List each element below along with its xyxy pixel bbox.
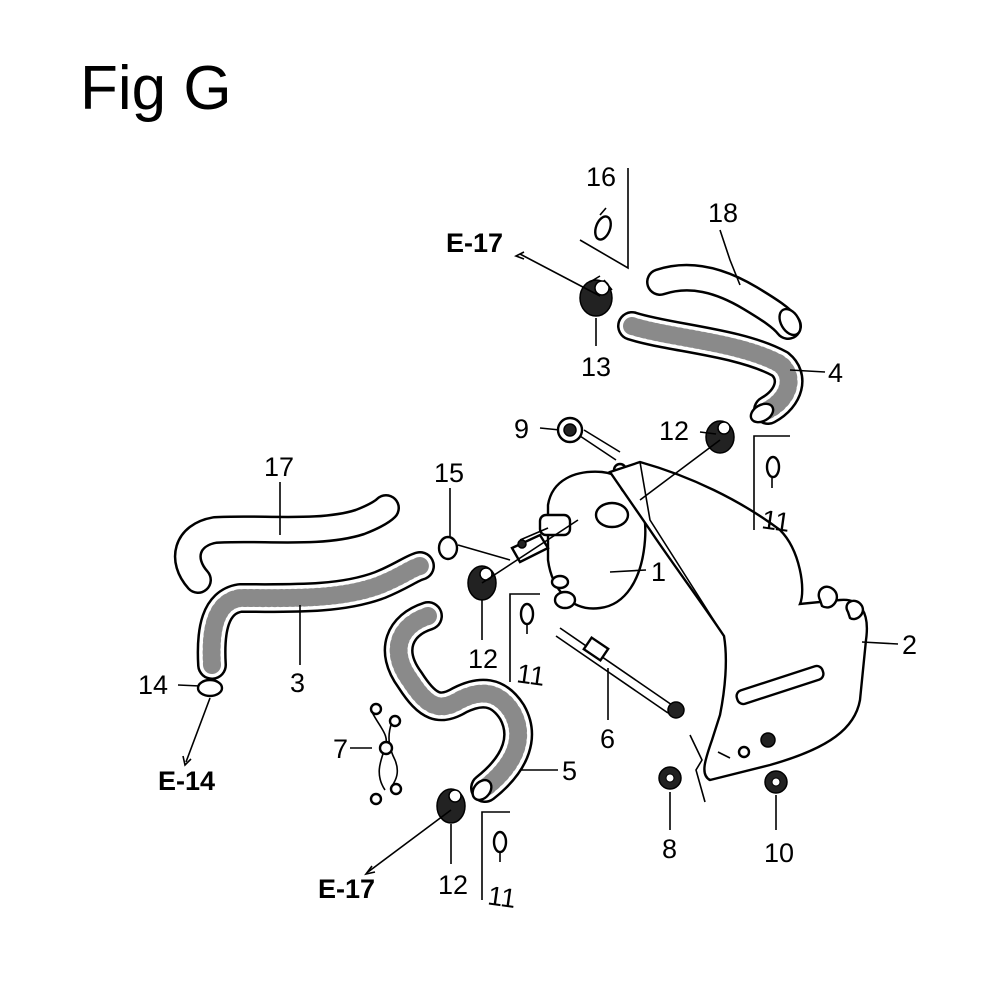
callout-13: 13 (581, 352, 611, 382)
callout-7: 7 (333, 734, 348, 764)
clip-11-bottom (481, 811, 510, 900)
callout-18: 18 (708, 198, 738, 228)
callout-6: 6 (600, 724, 615, 754)
callout-5: 5 (562, 756, 577, 786)
clamp-7 (369, 702, 403, 806)
nut-10 (764, 770, 788, 794)
callout-10: 10 (764, 838, 794, 868)
callout-12-middle: 12 (468, 644, 498, 674)
clip-11-top (753, 435, 790, 530)
ring-15 (437, 533, 550, 564)
reference-bottom: E-17 (318, 874, 375, 904)
reference-top: E-17 (446, 228, 503, 258)
hose-4 (617, 311, 804, 425)
bolt-6 (555, 627, 685, 719)
callout-11-bottom: 11 (486, 880, 518, 914)
fitting-14 (177, 678, 224, 698)
callout-15: 15 (434, 458, 464, 488)
hose-5 (383, 601, 534, 803)
mounting-bracket (608, 460, 869, 782)
clip-11-middle (509, 593, 540, 682)
nut-8 (658, 734, 706, 803)
callout-2: 2 (902, 630, 917, 660)
leader-lines (182, 229, 899, 876)
callout-9: 9 (514, 414, 529, 444)
callout-17: 17 (264, 452, 294, 482)
hose-17 (173, 494, 400, 594)
callout-16: 16 (586, 162, 616, 192)
callout-3: 3 (290, 668, 305, 698)
callout-11-middle: 11 (515, 658, 547, 692)
callout-11-top: 11 (760, 504, 792, 538)
clamp-13 (579, 275, 613, 317)
hose-3 (196, 551, 435, 680)
callout-12-top: 12 (659, 416, 689, 446)
figure-title: Fig G (80, 54, 232, 123)
callout-1: 1 (651, 557, 666, 587)
bolt-9 (539, 416, 621, 461)
callout-8: 8 (662, 834, 677, 864)
reference-left: E-14 (158, 766, 215, 796)
callout-14: 14 (138, 670, 168, 700)
hose-18 (646, 263, 802, 340)
callout-4: 4 (828, 358, 843, 388)
clip-16 (579, 168, 629, 270)
callout-12-bottom: 12 (438, 870, 468, 900)
